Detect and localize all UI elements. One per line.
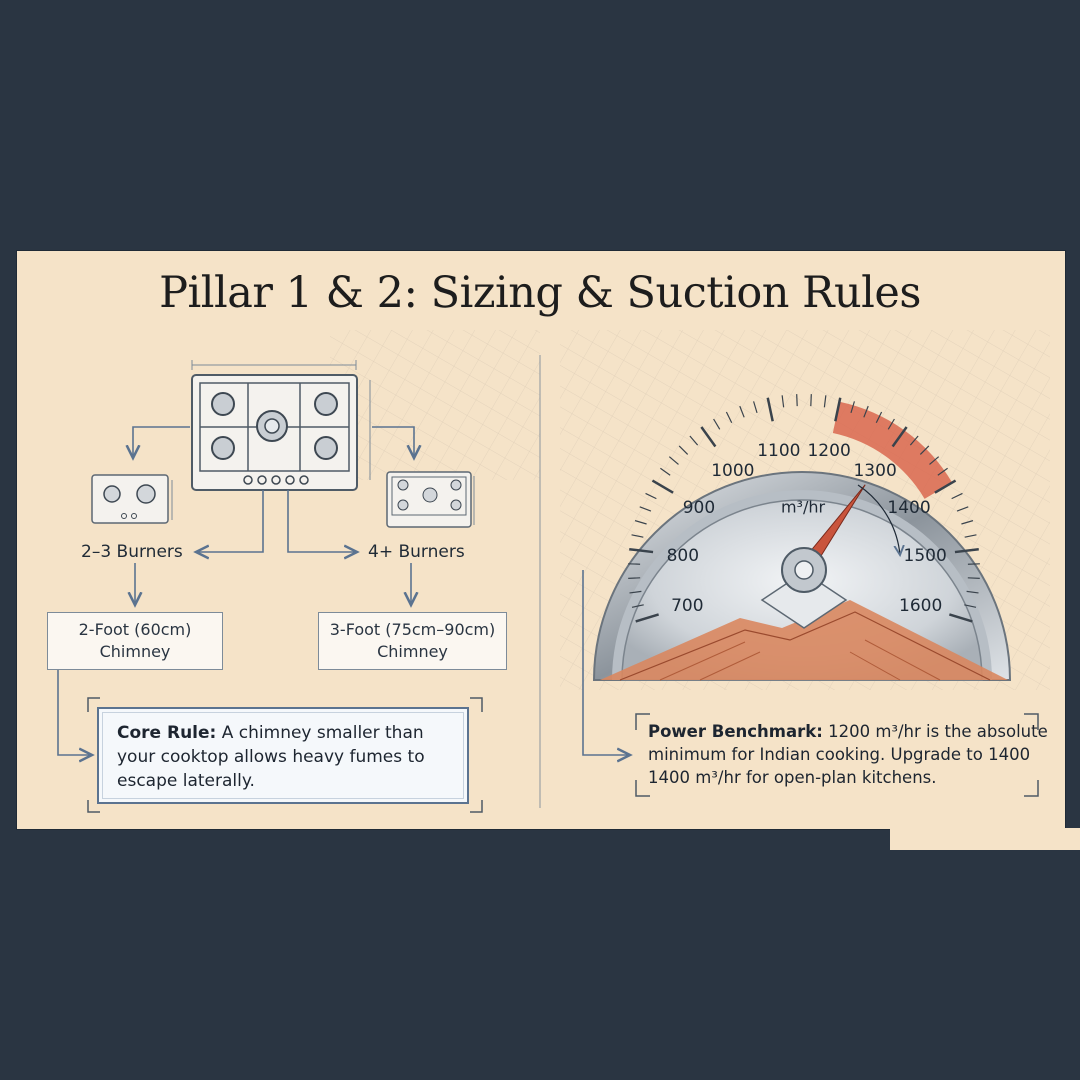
gauge-minor-tick [964, 534, 977, 538]
gauge-major-tick [891, 426, 908, 448]
small-chimney-word: Chimney [99, 642, 171, 661]
large-burner-label: 4+ Burners [368, 542, 465, 562]
gauge-minor-tick [725, 411, 733, 424]
gauge-tick-label: 900 [682, 497, 716, 518]
benchmark-frame [635, 713, 1039, 797]
gauge-minor-tick [629, 590, 642, 594]
gauge-minor-tick [967, 577, 980, 579]
flow-connectors [57, 426, 630, 755]
gauge-minor-tick [631, 534, 644, 538]
gauge-minor-tick [951, 492, 963, 500]
gauge-major-tick [635, 613, 660, 623]
gauge-tick-label: 1600 [899, 595, 943, 616]
grid-texture [330, 330, 540, 480]
large-chimney-box: 3-Foot (75cm–90cm) Chimney [318, 612, 507, 670]
gauge-major-tick [948, 613, 973, 623]
gauge-tick-label: 1100 [757, 440, 801, 461]
large-chimney-word: Chimney [377, 642, 448, 661]
gauge-minor-tick [628, 577, 641, 579]
gauge-tick-label: 1000 [711, 460, 755, 481]
gauge-major-tick [766, 397, 774, 422]
gauge-minor-tick [668, 456, 679, 465]
gauge-minor-tick [631, 604, 644, 608]
large-chimney-size: 3-Foot (75cm–90cm) [329, 620, 496, 639]
gauge-major-tick [934, 479, 957, 494]
page-title: Pillar 1 & 2: Sizing & Suction Rules [159, 268, 921, 318]
gauge-tick-label: 800 [666, 545, 700, 566]
gauge-minor-tick [863, 405, 869, 418]
benchmark-heading: Power Benchmark: [648, 722, 823, 741]
gauge-minor-tick [909, 435, 919, 446]
gauge-minor-tick [660, 467, 671, 476]
gauge-minor-tick [753, 401, 758, 414]
gauge-major-tick [954, 547, 979, 554]
gauge-minor-tick [887, 418, 895, 430]
gauge-tick-label: 1400 [887, 497, 931, 518]
gauge-minor-tick [937, 467, 948, 476]
gauge-minor-tick [739, 405, 745, 418]
gauge-minor-tick [634, 520, 647, 525]
large-cooktop-icon [191, 360, 371, 491]
gauge-minor-tick [678, 445, 689, 455]
power-benchmark-note: Power Benchmark: 1200 m³/hr is the absol… [648, 720, 1048, 789]
red-zone-arc [832, 401, 953, 499]
small-cooktop-icon [91, 474, 173, 524]
gauge-minor-tick [919, 445, 930, 455]
benchmark-text: 1200 m³/hr is the absolute minimum for I… [648, 722, 1048, 787]
gauge-minor-tick [639, 506, 652, 512]
core-rule-frame [87, 697, 483, 813]
core-rule-heading: Core Rule: [117, 723, 217, 743]
gauge-tick-label: 700 [671, 595, 704, 616]
suction-gauge [592, 394, 1012, 681]
gauge-minor-tick [781, 395, 785, 408]
gauge-tick-label: 1300 [853, 460, 897, 481]
panel-corner-strip [890, 828, 1080, 850]
small-chimney-box: 2-Foot (60cm) Chimney [47, 612, 223, 670]
gauge-minor-tick [823, 395, 827, 408]
gauge-minor-tick [850, 401, 855, 414]
small-chimney-size: 2-Foot (60cm) [78, 620, 192, 639]
core-rule-box: Core Rule: A chimney smaller than your c… [97, 707, 469, 804]
gauge-minor-tick [645, 492, 657, 500]
gauge-unit-label: m³/hr [780, 497, 826, 517]
gauge-tick-label: 1500 [903, 545, 947, 566]
small-burner-label: 2–3 Burners [81, 542, 183, 562]
gauge-tick-label: 1200 [807, 440, 851, 461]
gauge-minor-tick [961, 520, 974, 525]
gauge-minor-tick [964, 604, 977, 608]
gauge-minor-tick [929, 456, 940, 465]
gauge-minor-tick [966, 590, 979, 594]
gauge-minor-tick [875, 411, 883, 424]
gauge-major-tick [651, 479, 674, 494]
gauge-major-tick [700, 426, 717, 448]
medium-cooktop-icon [386, 471, 475, 528]
gauge-major-tick [629, 547, 654, 554]
gauge-minor-tick [713, 418, 721, 430]
gauge-minor-tick [956, 506, 969, 512]
gauge-minor-tick [689, 435, 699, 446]
gauge-major-tick [834, 397, 842, 422]
core-rule-text: A chimney smaller than your cooktop allo… [117, 723, 425, 791]
